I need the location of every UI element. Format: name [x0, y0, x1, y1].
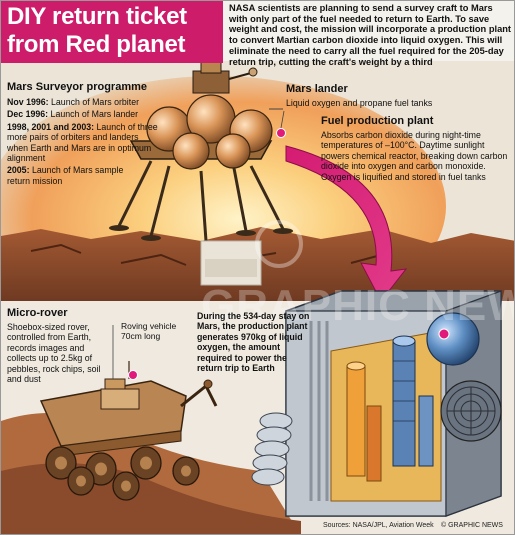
headline-line-2: from Red planet	[7, 31, 186, 58]
stay-text: During the 534-day stay on Mars, the pro…	[197, 311, 310, 374]
coil-tubes	[251, 412, 293, 486]
sources: Sources: NASA/JPL, Aviation Week	[323, 522, 434, 529]
flow-arrow	[285, 145, 408, 302]
lander-title: Mars lander	[286, 83, 348, 95]
headline-box: DIY return ticket from Red planet	[1, 1, 223, 63]
watermark-logo	[255, 220, 303, 268]
surveyor-timeline: Nov 1996: Launch of Mars orbiter Dec 199…	[7, 97, 167, 186]
headline-line-1: DIY return ticket	[7, 3, 187, 30]
rover-text: Shoebox-sized rover, controlled from Ear…	[7, 322, 101, 385]
surveyor-title: Mars Surveyor programme	[7, 81, 147, 93]
timeline-item: Dec 1996: Launch of Mars lander	[7, 109, 139, 120]
timeline-item: 1998, 2001 and 2003: Launch of three mor…	[7, 121, 158, 164]
fuel-plant-illustration	[285, 290, 502, 517]
rover-title: Micro-rover	[7, 307, 68, 319]
micro-rover-illustration	[39, 325, 218, 501]
intro-paragraph: NASA scientists are planning to send a s…	[229, 3, 512, 67]
lander-text: Liquid oxygen and propane fuel tanks	[286, 98, 433, 108]
timeline-item: 2005: Launch of Mars sample return missi…	[7, 165, 124, 186]
credit: © GRAPHIC NEWS	[441, 522, 503, 529]
vehicle-size-label: Roving vehicle 70cm long	[121, 321, 177, 341]
plant-text: Absorbs carbon dioxide during night-time…	[321, 130, 508, 182]
plant-title: Fuel production plant	[321, 115, 434, 127]
mars-lander-illustration	[109, 60, 293, 242]
timeline-item: Nov 1996: Launch of Mars orbiter	[7, 97, 140, 107]
